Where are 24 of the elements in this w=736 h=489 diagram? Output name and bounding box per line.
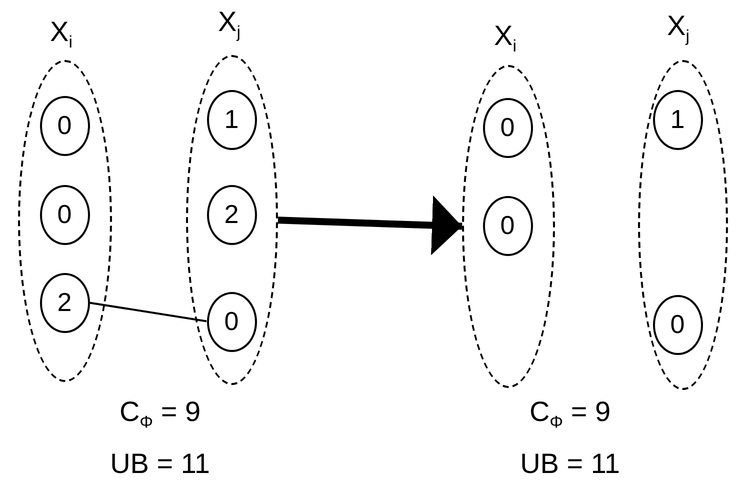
dashed-ellipse: [638, 60, 728, 390]
cost-label: UB = 11: [110, 450, 210, 478]
dashed-ellipse: [18, 60, 112, 382]
value-circle: 0: [482, 98, 532, 158]
connector-line: [89, 302, 207, 322]
value-circle: 0: [40, 96, 90, 156]
variable-label: X$_{i}$: [494, 22, 516, 56]
variable-label: X$_{j}$: [667, 12, 690, 46]
dashed-ellipse: [186, 55, 278, 385]
value-circle: 1: [652, 90, 702, 150]
cost-label: UB = 11: [520, 450, 620, 478]
value-circle: 0: [482, 196, 532, 256]
variable-label: X$_{j}$: [218, 8, 240, 42]
cost-label: C$_{Φ}$ = 9: [529, 398, 611, 432]
cost-label: C$_{Φ}$ = 9: [119, 398, 201, 432]
value-circle: 0: [652, 294, 702, 354]
dashed-ellipse: [462, 65, 555, 388]
value-circle: 0: [206, 292, 256, 352]
value-circle: 2: [40, 272, 90, 332]
value-circle: 1: [206, 90, 256, 150]
value-circle: 0: [40, 184, 90, 244]
value-circle: 2: [206, 184, 256, 244]
arrow: [278, 195, 462, 256]
variable-label: X$_{i}$: [50, 18, 72, 52]
